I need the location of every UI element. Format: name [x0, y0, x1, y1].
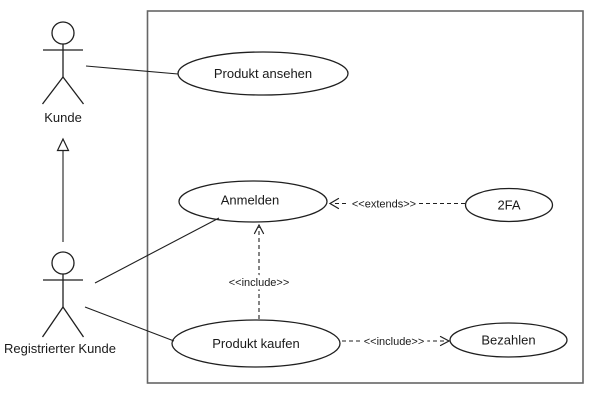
usecase-produkt-kaufen-label: Produkt kaufen [212, 336, 299, 351]
usecase-2fa: 2FA [464, 187, 554, 223]
usecase-produkt-ansehen: Produkt ansehen [177, 51, 349, 96]
association-rk-produkt-kaufen [84, 306, 175, 342]
usecase-anmelden: Anmelden [178, 180, 328, 223]
actor-right-leg [62, 306, 85, 338]
usecase-produkt-ansehen-label: Produkt ansehen [214, 66, 312, 81]
actor-head [51, 251, 75, 275]
actor-registrierter-kunde: Registrierter Kunde [4, 251, 116, 356]
usecase-ellipse [177, 51, 349, 96]
include-label: <<include>> [364, 336, 425, 348]
usecase-anmelden-label: Anmelden [221, 193, 280, 208]
relationship-include-kaufen-bezahlen: <<include>> [342, 333, 451, 352]
usecase-ellipse [178, 180, 328, 223]
actor-registrierter-kunde-label: Registrierter Kunde [4, 341, 116, 356]
usecase-2fa-label: 2FA [497, 198, 520, 213]
include-arrowhead [439, 335, 451, 347]
relationship-include-kaufen-anmelden: <<include>> [225, 223, 293, 319]
usecase-ellipse [171, 319, 341, 368]
usecase-produkt-kaufen: Produkt kaufen [171, 319, 341, 368]
generalization-arrowhead [56, 137, 70, 152]
actor-kunde-label: Kunde [44, 110, 82, 125]
association-kunde-produkt-ansehen [85, 65, 179, 75]
extends-arrowhead [328, 197, 340, 210]
generalization-rk-to-kunde [56, 137, 70, 242]
include-arrowhead [253, 223, 265, 235]
usecase-ellipse [464, 187, 554, 223]
actor-left-leg [41, 76, 64, 105]
actor-kunde: Kunde [41, 21, 85, 125]
extends-label: <<extends>> [352, 199, 416, 211]
system-boundary [146, 10, 584, 384]
actor-left-leg [41, 306, 64, 338]
include-label: <<include>> [229, 277, 290, 289]
actor-right-leg [62, 76, 85, 105]
usecase-bezahlen: Bezahlen [449, 322, 568, 358]
actor-head [51, 21, 75, 45]
usecase-bezahlen-label: Bezahlen [481, 333, 535, 348]
usecase-ellipse [449, 322, 568, 358]
association-rk-anmelden [94, 217, 220, 284]
relationship-extends-2fa-anmelden: <<extends>> [328, 195, 465, 214]
